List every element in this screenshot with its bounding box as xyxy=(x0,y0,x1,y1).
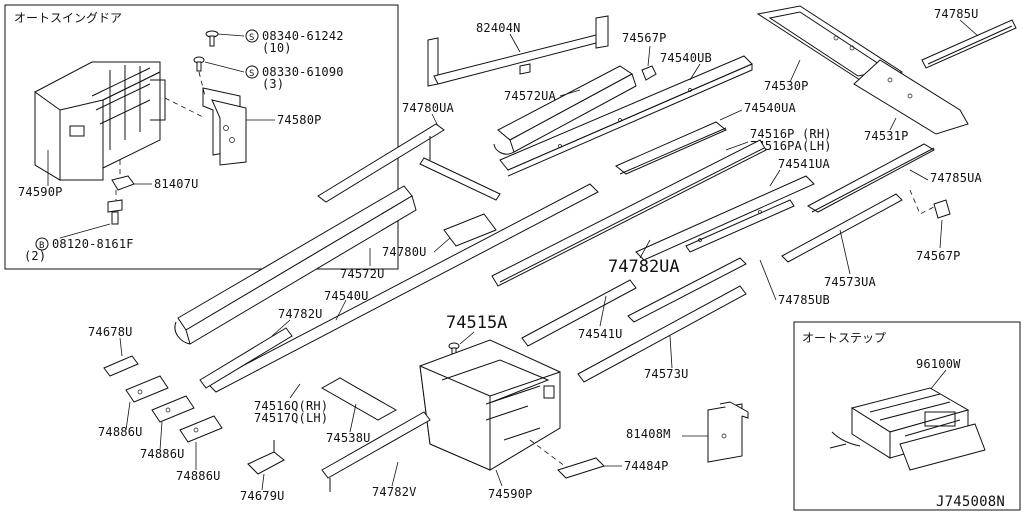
part-74782U xyxy=(199,327,293,389)
s-symbol-icon xyxy=(245,29,259,43)
label-74530P: 74530P xyxy=(764,79,809,93)
part-74484P xyxy=(557,457,605,479)
label-74590P-main: 74590P xyxy=(488,487,533,501)
callout-08120-qty: (2) xyxy=(24,249,46,263)
s-symbol-2: S xyxy=(249,69,255,79)
label-74678U: 74678U xyxy=(88,325,133,339)
part-74679U xyxy=(247,440,285,475)
label-74531P: 74531P xyxy=(864,129,909,143)
label-74886U-2: 74886U xyxy=(140,447,185,461)
inset-title: オートステップ xyxy=(802,331,886,345)
label-74886U-3: 74886U xyxy=(176,469,221,483)
inset-auto-step: オートステップ 96100W xyxy=(793,321,1021,511)
s-symbol-icon xyxy=(245,65,259,79)
clip-81407U-icon xyxy=(111,160,152,191)
part-center-rails xyxy=(207,139,767,393)
label-74580P: 74580P xyxy=(277,113,322,127)
label-74572U: 74572U xyxy=(340,267,385,281)
label-74782U: 74782U xyxy=(278,307,323,321)
part-74538U xyxy=(320,377,398,421)
label-74540UA: 74540UA xyxy=(744,101,797,115)
part-74785UA xyxy=(806,143,936,213)
part-74567P-right xyxy=(933,199,951,219)
s-symbol-1: S xyxy=(249,33,255,43)
label-74780UA: 74780UA xyxy=(402,101,455,115)
callout-08330-61090: 08330-61090 xyxy=(262,65,344,79)
label-74484P: 74484P xyxy=(624,459,669,473)
part-74590P-main xyxy=(419,339,571,471)
label-74785UA: 74785UA xyxy=(930,171,983,185)
part-74573U xyxy=(577,285,747,383)
label-81408M: 81408M xyxy=(626,427,671,441)
part-74780U xyxy=(443,213,497,247)
part-74573UA xyxy=(781,193,903,263)
part-74531P xyxy=(853,59,969,135)
callout-08330-qty: (3) xyxy=(262,77,284,91)
b-symbol-icon xyxy=(35,237,49,251)
label-74679U: 74679U xyxy=(240,489,285,503)
callout-08120-8161F: 08120-8161F xyxy=(52,237,134,251)
inset-title: オートスイングドア xyxy=(14,11,122,25)
part-74782V xyxy=(321,411,431,492)
label-74540UB: 74540UB xyxy=(660,51,712,65)
label-74541U: 74541U xyxy=(578,327,623,341)
label-74567P-top: 74567P xyxy=(622,31,667,45)
label-96100W: 96100W xyxy=(916,357,961,371)
part-74785U xyxy=(921,19,1017,69)
label-74540U: 74540U xyxy=(324,289,369,303)
part-74678U xyxy=(103,355,139,377)
part-74886U-set xyxy=(125,375,223,443)
callout-08340-61242: 08340-61242 xyxy=(262,29,344,43)
part-74567P-top xyxy=(641,65,657,81)
label-74516P-rh: 74516P (RH) xyxy=(750,127,832,141)
label-74538U: 74538U xyxy=(326,431,371,445)
label-74782V: 74782V xyxy=(372,485,417,499)
label-74780U: 74780U xyxy=(382,245,427,259)
label-74516PA-lh: 74516PA(LH) xyxy=(750,139,832,153)
part-74541U xyxy=(521,279,637,347)
label-82404N: 82404N xyxy=(476,21,521,35)
label-74516Q-rh: 74516Q(RH) xyxy=(254,399,328,413)
screw-08330-61090-icon xyxy=(193,56,245,97)
screw-08340-61242-icon xyxy=(205,30,245,47)
label-74782UA: 74782UA xyxy=(608,257,680,277)
label-74517Q-lh: 74517Q(LH) xyxy=(254,411,328,425)
inset-auto-swing-door: オートスイングドア xyxy=(4,4,399,270)
part-82404N xyxy=(427,15,609,87)
b-symbol: B xyxy=(39,241,45,251)
auto-step-assembly xyxy=(829,387,986,471)
label-74572UA: 74572UA xyxy=(504,89,557,103)
label-74541UA: 74541UA xyxy=(778,157,831,171)
label-74573UA: 74573UA xyxy=(824,275,877,289)
part-74540UA xyxy=(615,121,727,175)
bolt-08120-8161F-icon xyxy=(59,190,123,239)
callout-08340-qty: (10) xyxy=(262,41,292,55)
part-74541UA xyxy=(635,175,815,261)
part-81408M xyxy=(707,401,749,463)
label-74567P-right: 74567P xyxy=(916,249,961,263)
label-74590P-inset: 74590P xyxy=(18,185,63,199)
label-74573U: 74573U xyxy=(644,367,689,381)
part-74590P-box xyxy=(34,61,166,181)
label-81407U: 81407U xyxy=(154,177,199,191)
part-74580P-brackets xyxy=(164,87,275,166)
label-74785UB: 74785UB xyxy=(778,293,830,307)
diagram-id: J745008N xyxy=(936,494,1005,510)
part-74540UB xyxy=(499,55,753,177)
part-74785UB xyxy=(627,257,747,323)
part-74572U xyxy=(174,185,417,345)
part-74572UA xyxy=(493,65,637,155)
inset-frame xyxy=(793,321,1021,511)
inset-frame xyxy=(4,4,399,270)
label-74785U: 74785U xyxy=(934,7,979,21)
label-74515A: 74515A xyxy=(446,313,507,333)
label-74886U-1: 74886U xyxy=(98,425,143,439)
part-74780UA xyxy=(317,123,501,203)
